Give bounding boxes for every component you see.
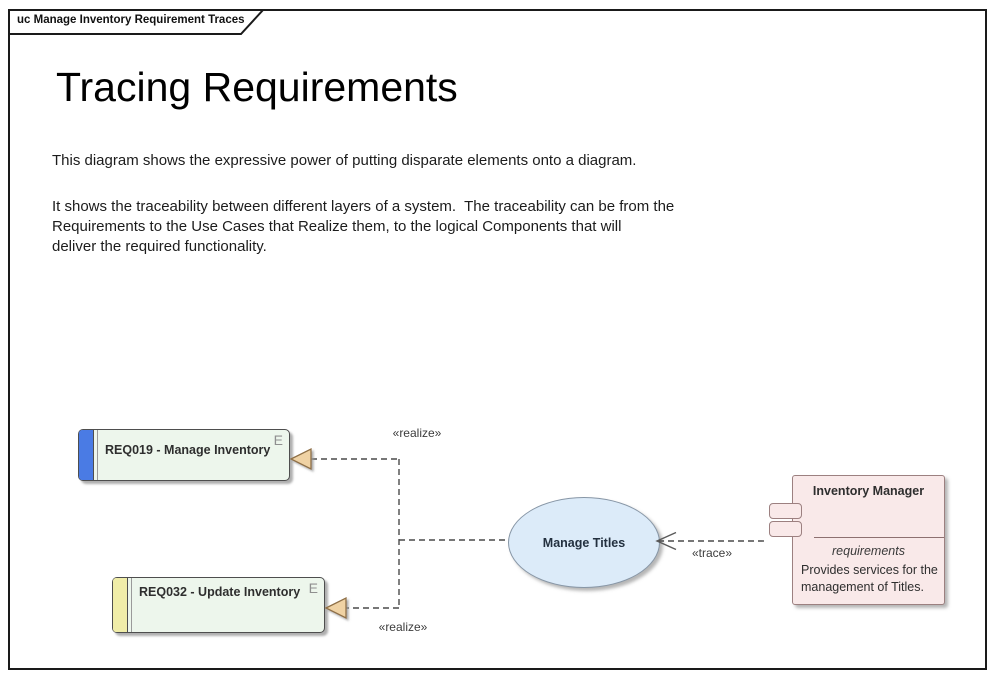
component-title: Inventory Manager: [812, 484, 925, 498]
use-case-label: Manage Titles: [542, 535, 626, 550]
requirement-label: REQ032 - Update Inventory: [139, 585, 301, 599]
requirement-divider: [97, 430, 98, 480]
requirement-box-req032[interactable]: REQ032 - Update Inventory E: [112, 577, 325, 633]
use-case-ellipse[interactable]: Manage Titles: [508, 497, 660, 588]
description-paragraph-2: It shows the traceability between differ…: [52, 198, 675, 255]
component-separator: [814, 537, 944, 538]
requirement-color-bar: [113, 578, 128, 632]
stereotype-label-trace: «trace»: [691, 546, 733, 560]
page-title: Tracing Requirements: [56, 64, 458, 110]
requirement-color-bar: [79, 430, 94, 480]
stereotype-label-realize-bottom: «realize»: [378, 620, 428, 634]
component-interface-icon: [769, 521, 802, 537]
description-paragraph-1: This diagram shows the expressive power …: [52, 152, 637, 169]
frame-tab-label: uc Manage Inventory Requirement Traces: [17, 14, 245, 26]
stereotype-label-realize-top: «realize»: [392, 426, 442, 440]
frame-tab-shape: [8, 9, 266, 35]
description-block: This diagram shows the expressive power …: [52, 151, 674, 257]
component-interface-icon: [769, 503, 802, 519]
diagram-frame: [8, 9, 987, 670]
element-letter-badge: E: [273, 432, 283, 448]
requirement-divider: [131, 578, 132, 632]
frame-tab: uc Manage Inventory Requirement Traces: [8, 9, 268, 36]
requirement-label: REQ019 - Manage Inventory: [105, 443, 271, 457]
requirement-box-req019[interactable]: REQ019 - Manage Inventory E: [78, 429, 290, 481]
component-stereotype-label: requirements: [832, 544, 905, 558]
element-letter-badge: E: [308, 580, 318, 596]
component-box[interactable]: Inventory Manager requirements Provides …: [792, 475, 945, 605]
component-note-text: Provides services for the management of …: [801, 563, 938, 594]
